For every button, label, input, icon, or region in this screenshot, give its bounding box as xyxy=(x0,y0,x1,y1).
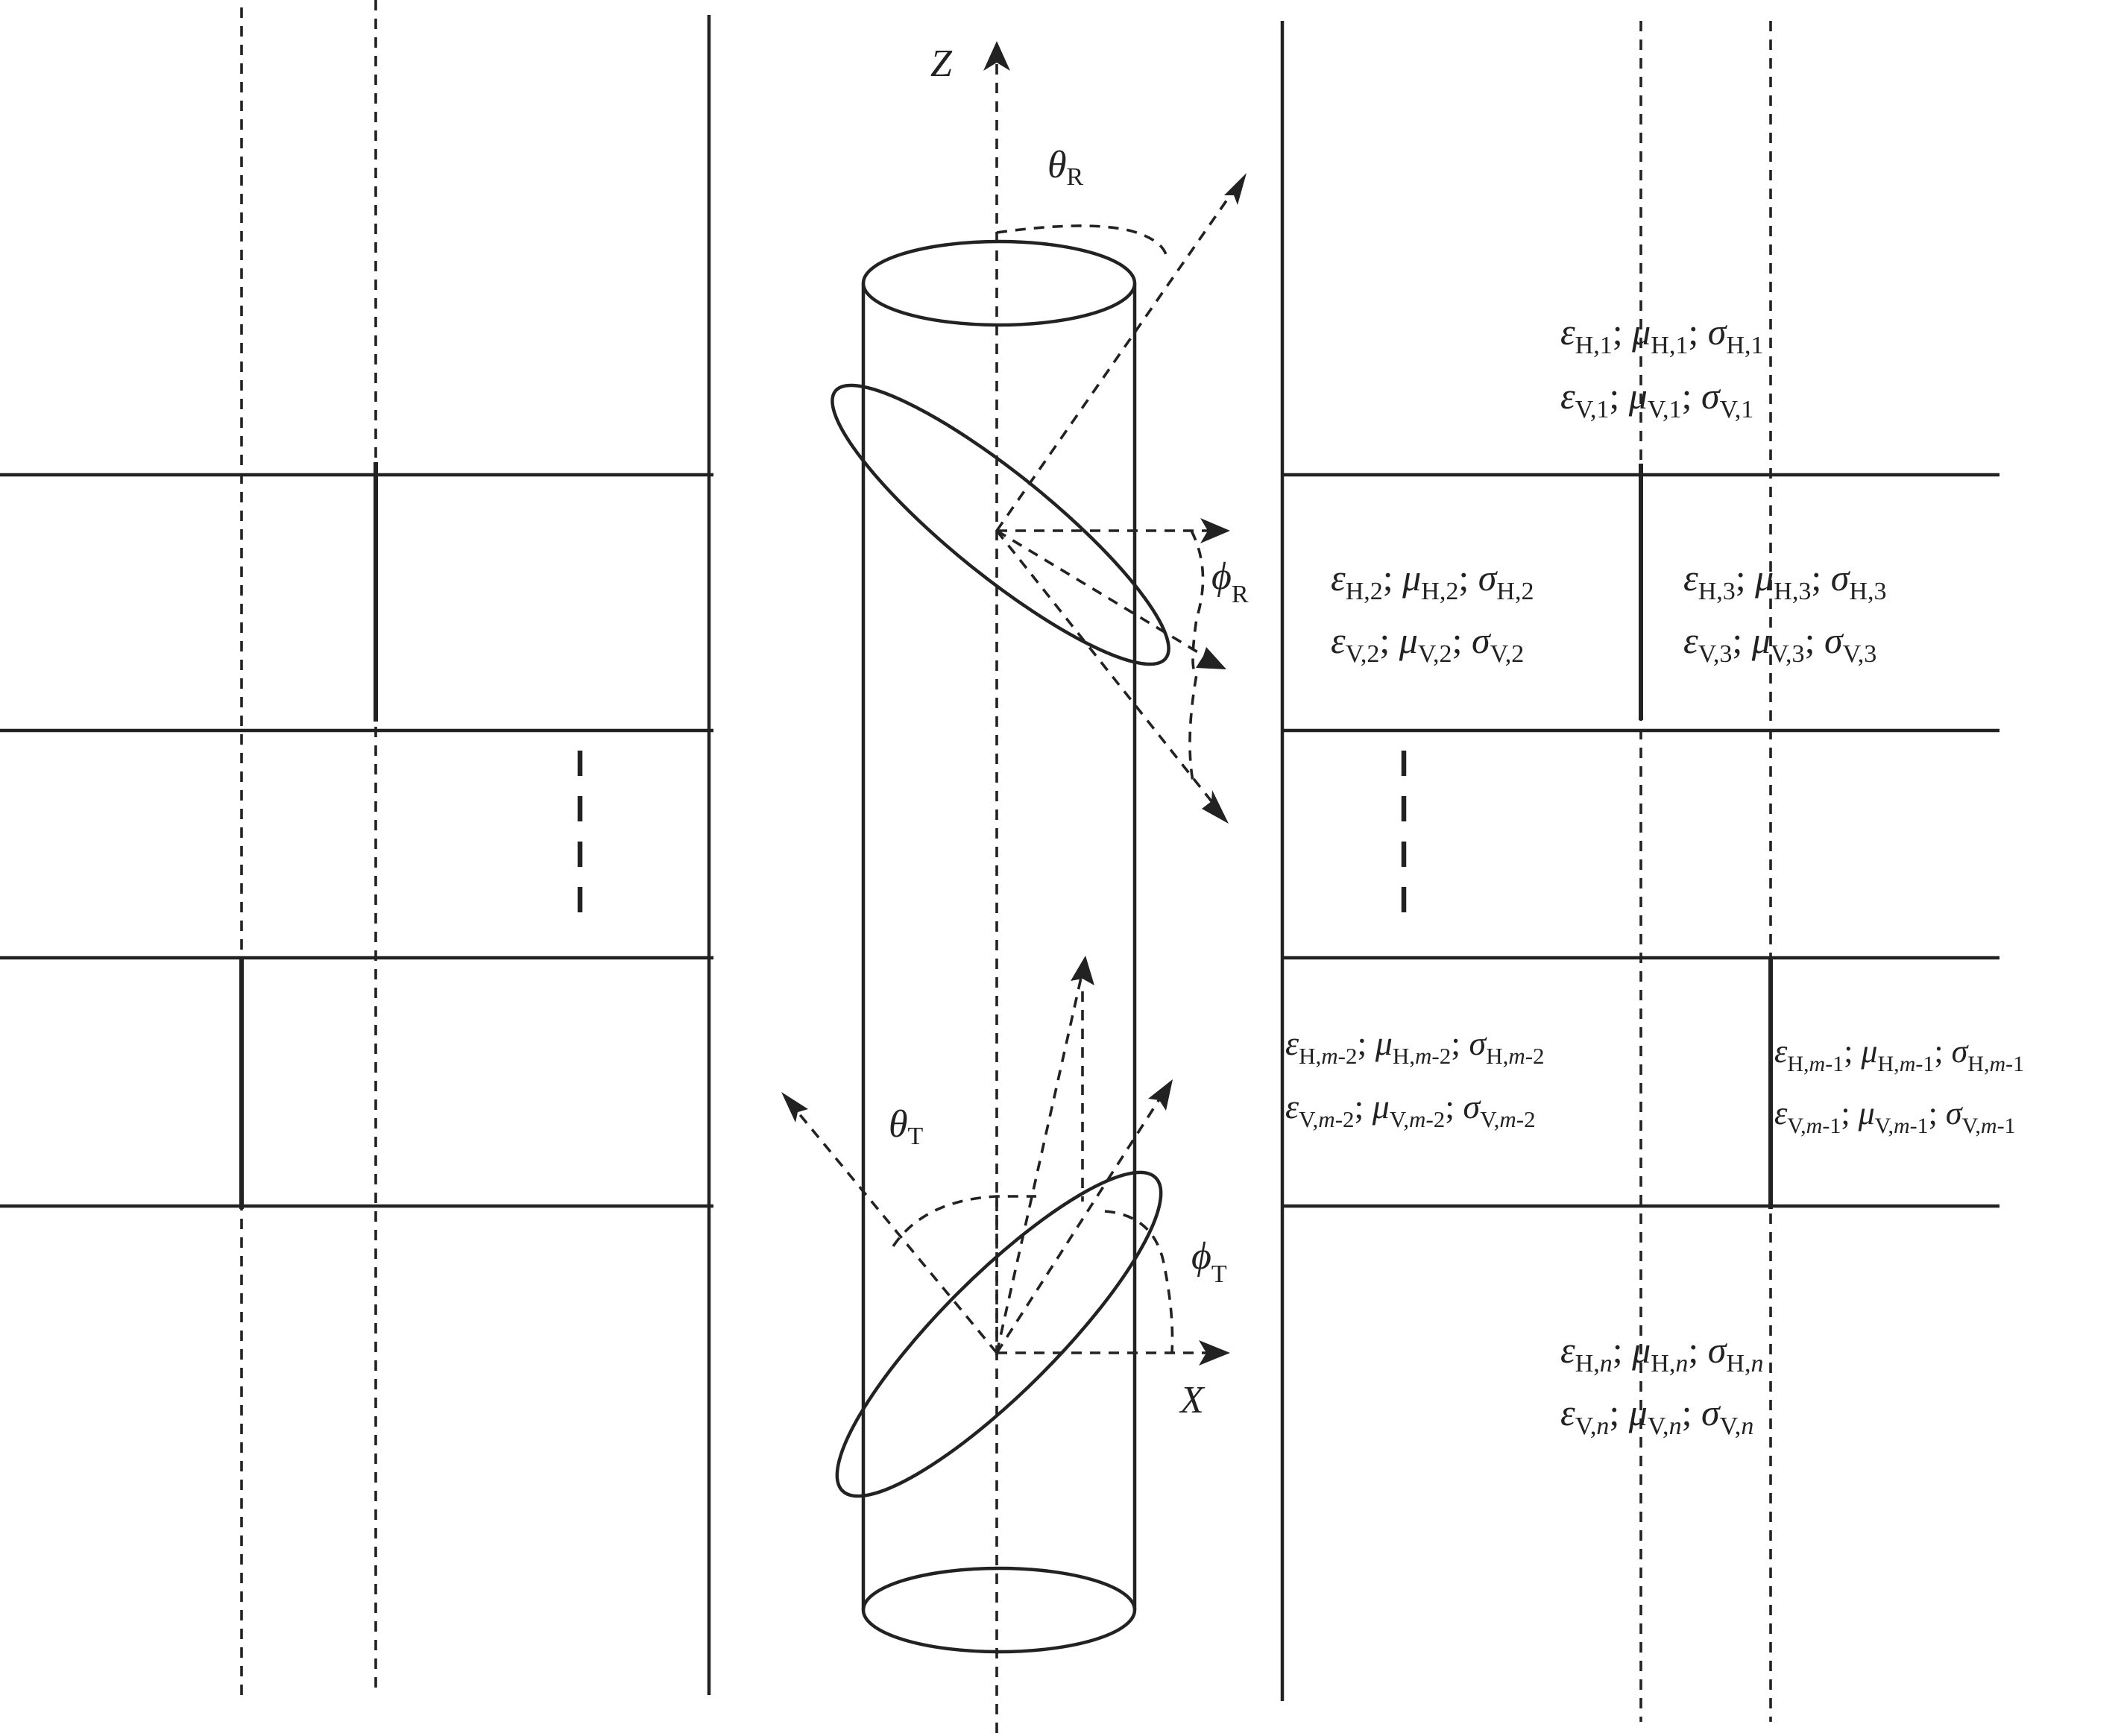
layer-m-1-vertical-params: εV,m-1; μV,m-1; σV,m-1 xyxy=(1774,1095,2016,1138)
receiver-vector-2 xyxy=(996,529,1205,657)
cylinder-bottom-front-arc xyxy=(861,1609,1137,1654)
tool-cylinder xyxy=(861,239,1137,1654)
receiver-vector-3-arrowhead xyxy=(1202,790,1229,824)
receiver-coil xyxy=(831,383,1170,666)
theta-r-label: θR xyxy=(1047,144,1084,191)
phi-t-arc xyxy=(1104,1210,1174,1354)
layer-3-properties: εH,3; μH,3; σH,3 εV,3; μV,3; σV,3 xyxy=(1683,557,1886,668)
transmitter-axis-vector xyxy=(796,1111,998,1354)
receiver-antenna xyxy=(831,173,1247,824)
cylinder-bottom-back-arc xyxy=(861,1566,1137,1611)
transmitter-vector-1 xyxy=(995,977,1083,1354)
x-axis-label: X xyxy=(1179,1379,1206,1421)
layer-2-horizontal-params: εH,2; μH,2; σH,2 xyxy=(1331,557,1534,605)
receiver-x-arrowhead xyxy=(1200,518,1230,543)
cylinder-top-ellipse xyxy=(861,239,1137,327)
layer-m-1-properties: εH,m-1; μH,m-1; σH,m-1 εV,m-1; μV,m-1; σ… xyxy=(1774,1033,2024,1138)
transmitter-antenna xyxy=(781,956,1230,1498)
transmitter-vector-2 xyxy=(995,1099,1161,1354)
theta-t-arc xyxy=(892,1195,1036,1248)
layer-m-2-horizontal-params: εH,m-2; μH,m-2; σH,m-2 xyxy=(1285,1024,1545,1069)
theta-r-arc xyxy=(996,224,1168,258)
layer-3-vertical-params: εV,3; μV,3; σV,3 xyxy=(1683,619,1876,668)
layer-m-2-vertical-params: εV,m-2; μV,m-2; σV,m-2 xyxy=(1285,1088,1536,1132)
layer-n-vertical-params: εV,n; μV,n; σV,n xyxy=(1560,1392,1753,1440)
transmitter-axis-arrowhead xyxy=(781,1092,808,1123)
layer-3-horizontal-params: εH,3; μH,3; σH,3 xyxy=(1683,557,1886,605)
layer-1-properties: εH,1; μH,1; σH,1 εV,1; μV,1; σV,1 xyxy=(1560,311,1763,423)
x-axis-arrowhead xyxy=(1199,1340,1230,1366)
layer-1-horizontal-params: εH,1; μH,1; σH,1 xyxy=(1560,311,1763,359)
transmitter-vector-2-arrowhead xyxy=(1148,1079,1173,1111)
transmitter-coil xyxy=(835,1170,1163,1498)
phi-r-arc xyxy=(1188,530,1205,782)
layer-1-vertical-params: εV,1; μV,1; σV,1 xyxy=(1560,375,1753,423)
layer-m-2-properties: εH,m-2; μH,m-2; σH,m-2 εV,m-2; μV,m-2; σ… xyxy=(1285,1024,1545,1132)
right-formation xyxy=(1280,21,1999,1722)
receiver-axis-vector xyxy=(995,189,1235,532)
layer-n-properties: εH,n; μH,n; σH,n εV,n; μV,n; σV,n xyxy=(1560,1329,1763,1440)
theta-t-label: θT xyxy=(889,1103,924,1150)
z-axis-arrowhead xyxy=(983,41,1010,71)
layer-m-1-horizontal-params: εH,m-1; μH,m-1; σH,m-1 xyxy=(1774,1033,2024,1076)
receiver-vector-3 xyxy=(995,529,1213,803)
phi-t-label: ϕT xyxy=(1191,1235,1227,1288)
receiver-vector-2-arrowhead xyxy=(1196,647,1226,669)
receiver-axis-arrowhead xyxy=(1224,173,1247,205)
layer-n-horizontal-params: εH,n; μH,n; σH,n xyxy=(1560,1329,1763,1377)
z-axis xyxy=(983,41,1010,1733)
transmitter-vector-1-arrowhead xyxy=(1071,956,1094,985)
left-formation xyxy=(0,0,713,1699)
layer-2-properties: εH,2; μH,2; σH,2 εV,2; μV,2; σV,2 xyxy=(1331,557,1534,668)
z-axis-label: Z xyxy=(930,42,953,85)
layer-2-vertical-params: εV,2; μV,2; σV,2 xyxy=(1331,619,1524,668)
phi-r-label: ϕR xyxy=(1211,555,1249,608)
